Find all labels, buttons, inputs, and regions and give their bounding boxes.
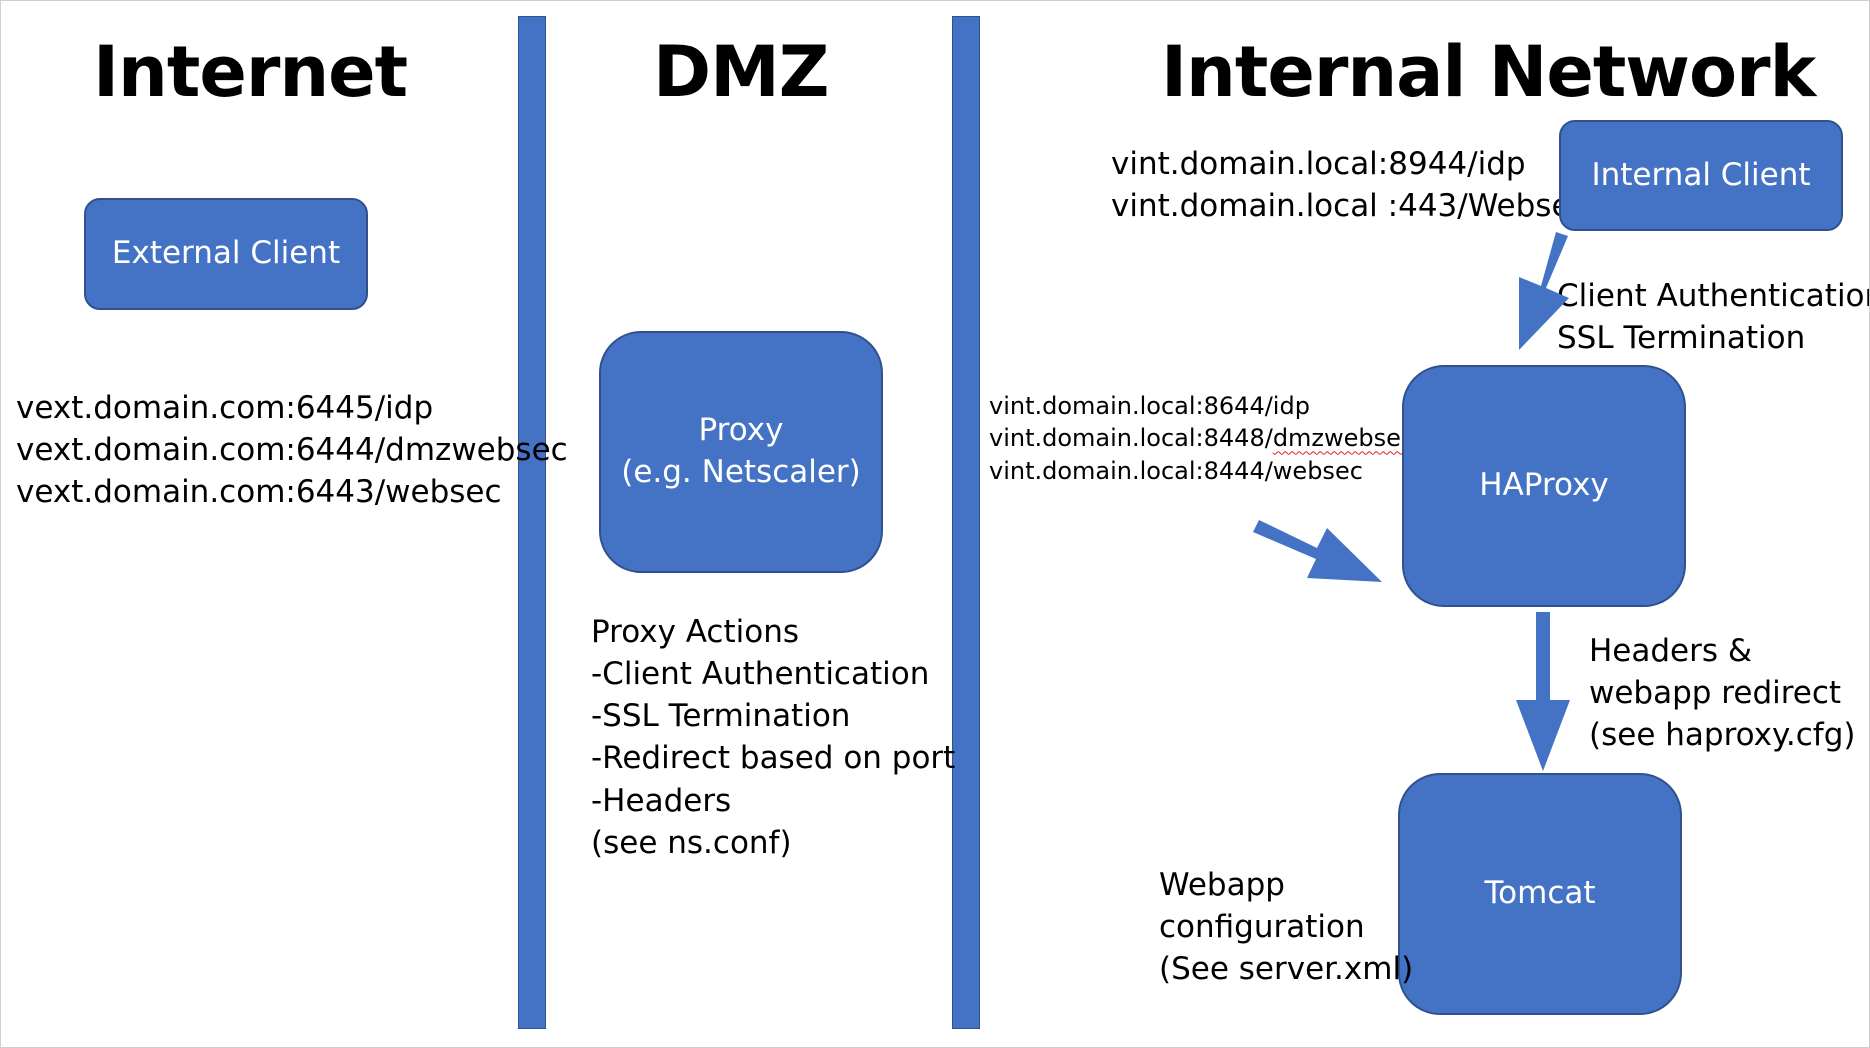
internal-url-idp: vint.domain.local:8944/idp xyxy=(1111,146,1526,182)
internal-network-heading: Internal Network xyxy=(1161,31,1816,113)
proxy-action-ssl: -SSL Termination xyxy=(591,698,851,735)
dmz-to-haproxy-url-list: vint.domain.local:8644/idp vint.domain.l… xyxy=(989,390,1414,487)
internet-dmz-divider xyxy=(518,16,546,1029)
haproxy-note: Headers & webapp redirect (see haproxy.c… xyxy=(1589,630,1856,756)
proxy-action-client-auth: -Client Authentication xyxy=(591,656,930,693)
proxy-action-see-ns-conf: (see ns.conf) xyxy=(591,824,792,861)
tomcat-label: Tomcat xyxy=(1484,875,1596,912)
client-auth-note-line1: Client Authentication xyxy=(1557,278,1870,314)
proxy-example-label: (e.g. Netscaler) xyxy=(621,454,861,490)
external-url-idp: vext.domain.com:6445/idp xyxy=(16,390,434,426)
proxy-action-redirect: -Redirect based on port xyxy=(591,740,956,777)
tomcat-note-line2: configuration xyxy=(1159,909,1365,946)
proxy-box: Proxy (e.g. Netscaler) xyxy=(599,331,883,573)
haproxy-url-websec: vint.domain.local:8444/websec xyxy=(989,456,1363,485)
internal-client-arrow xyxy=(1519,232,1569,350)
external-client-label: External Client xyxy=(111,235,341,272)
haproxy-box: HAProxy xyxy=(1402,365,1686,607)
haproxy-to-tomcat-arrow xyxy=(1516,612,1570,771)
haproxy-note-line1: Headers & xyxy=(1589,633,1753,669)
proxy-action-headers: -Headers xyxy=(591,782,732,819)
client-auth-note-line2: SSL Termination xyxy=(1557,320,1806,357)
internet-heading: Internet xyxy=(93,31,408,113)
client-auth-note: Client Authentication SSL Termination xyxy=(1557,275,1870,359)
haproxy-note-line2: webapp redirect xyxy=(1589,675,1842,712)
tomcat-box: Tomcat xyxy=(1398,773,1682,1015)
internal-client-label: Internal Client xyxy=(1591,156,1811,193)
tomcat-note-line3: (See server.xml) xyxy=(1159,951,1414,988)
haproxy-url-dmzwebsec: vint.domain.local:8448/dmzwebsec xyxy=(989,422,1414,454)
proxy-actions-list: Proxy Actions -Client Authentication -SS… xyxy=(591,611,955,864)
internal-client-url-list: vint.domain.local:8944/idp vint.domain.l… xyxy=(1111,143,1588,227)
tomcat-note: Webapp configuration (See server.xml) xyxy=(1159,864,1413,990)
external-client-box: External Client xyxy=(84,198,368,310)
haproxy-url-dmzwebsec-prefix: vint.domain.local:8448/ xyxy=(989,424,1273,453)
tomcat-note-line1: Webapp xyxy=(1159,867,1285,903)
external-url-websec: vext.domain.com:6443/websec xyxy=(16,474,502,511)
proxy-label: Proxy xyxy=(698,412,784,449)
haproxy-note-line3: (see haproxy.cfg) xyxy=(1589,717,1856,754)
dmz-heading: DMZ xyxy=(653,31,830,113)
haproxy-label: HAProxy xyxy=(1479,467,1609,504)
haproxy-url-dmzwebsec-path: dmzwebsec xyxy=(1272,424,1415,453)
external-url-dmzwebsec: vext.domain.com:6444/dmzwebsec xyxy=(16,432,568,469)
external-url-list: vext.domain.com:6445/idp vext.domain.com… xyxy=(16,387,568,513)
proxy-actions-title: Proxy Actions xyxy=(591,614,800,650)
internal-url-websec: vint.domain.local :443/Websec xyxy=(1111,188,1588,225)
haproxy-url-idp: vint.domain.local:8644/idp xyxy=(989,392,1310,420)
dmz-to-haproxy-arrow xyxy=(1253,520,1382,582)
dmz-internal-divider xyxy=(952,16,980,1029)
internal-client-box: Internal Client xyxy=(1559,120,1843,231)
